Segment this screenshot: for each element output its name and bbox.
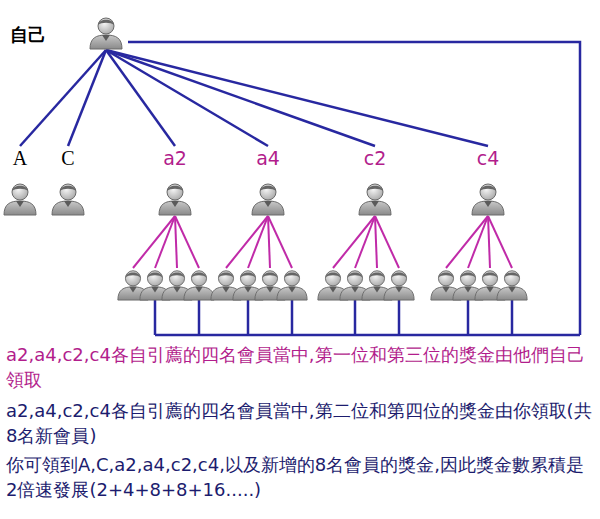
person-icon <box>157 180 193 216</box>
referral-connector <box>106 50 488 146</box>
member-node: c2 <box>357 146 393 216</box>
self-member: 自己 <box>10 14 124 50</box>
referral-connector <box>20 50 106 146</box>
member-node: C <box>50 146 86 216</box>
explanation-note: 你可領到A,C,a2,a4,c2,c4,以及新增的8名會員的獎金,因此獎金數累積… <box>6 452 594 502</box>
bonus-drop-line <box>198 300 201 335</box>
sub-member-groups <box>118 216 580 335</box>
person-icon <box>357 180 393 216</box>
bonus-drop-line <box>354 300 357 335</box>
member-label: a2 <box>163 146 187 170</box>
bonus-drop-line <box>467 300 470 335</box>
person-icon <box>2 180 38 216</box>
person-icon <box>50 180 86 216</box>
member-label: c2 <box>364 146 387 170</box>
bonus-drop-line <box>398 300 401 335</box>
member-label: 自己 <box>10 23 46 47</box>
bonus-drop-line <box>154 300 157 335</box>
sub-member-icon <box>277 271 307 300</box>
member-label: A <box>13 146 27 170</box>
referral-line <box>468 216 488 268</box>
referral-line <box>268 216 270 268</box>
bonus-bus-line <box>155 334 580 337</box>
sub-member-icon <box>497 271 527 300</box>
bonus-bus-line <box>128 42 580 335</box>
referral-line <box>248 216 268 268</box>
referral-connector <box>68 50 106 146</box>
sub-member-icon <box>184 271 214 300</box>
bonus-drop-line <box>247 300 250 335</box>
member-node: A <box>2 146 38 216</box>
person-icon <box>470 180 506 216</box>
bonus-drop-line <box>511 300 514 335</box>
referral-line <box>355 216 375 268</box>
referral-line <box>133 216 175 268</box>
referral-line <box>175 216 177 268</box>
member-label: C <box>61 146 74 170</box>
sub-member-icon <box>384 271 414 300</box>
referral-line <box>375 216 399 268</box>
person-icon <box>250 180 286 216</box>
member-node: a2 <box>157 146 193 216</box>
member-node: c4 <box>470 146 506 216</box>
referral-line <box>155 216 175 268</box>
explanation-note: a2,a4,c2,c4各自引薦的四名會員當中,第一位和第三位的獎金由他們自己領取 <box>6 342 594 392</box>
member-label: c4 <box>477 146 500 170</box>
bonus-drop-line <box>291 300 294 335</box>
member-label: a4 <box>256 146 280 170</box>
explanation-note: a2,a4,c2,c4各自引薦的四名會員當中,第二位和第四位的獎金由你領取(共8… <box>6 398 594 448</box>
referral-line <box>175 216 199 268</box>
referral-line <box>488 216 490 268</box>
referral-line <box>226 216 268 268</box>
referral-line <box>333 216 375 268</box>
member-node: a4 <box>250 146 286 216</box>
referral-connector <box>106 50 375 146</box>
person-icon <box>88 14 124 50</box>
referral-line <box>488 216 512 268</box>
referral-line <box>375 216 377 268</box>
referral-line <box>446 216 488 268</box>
referral-line <box>268 216 292 268</box>
